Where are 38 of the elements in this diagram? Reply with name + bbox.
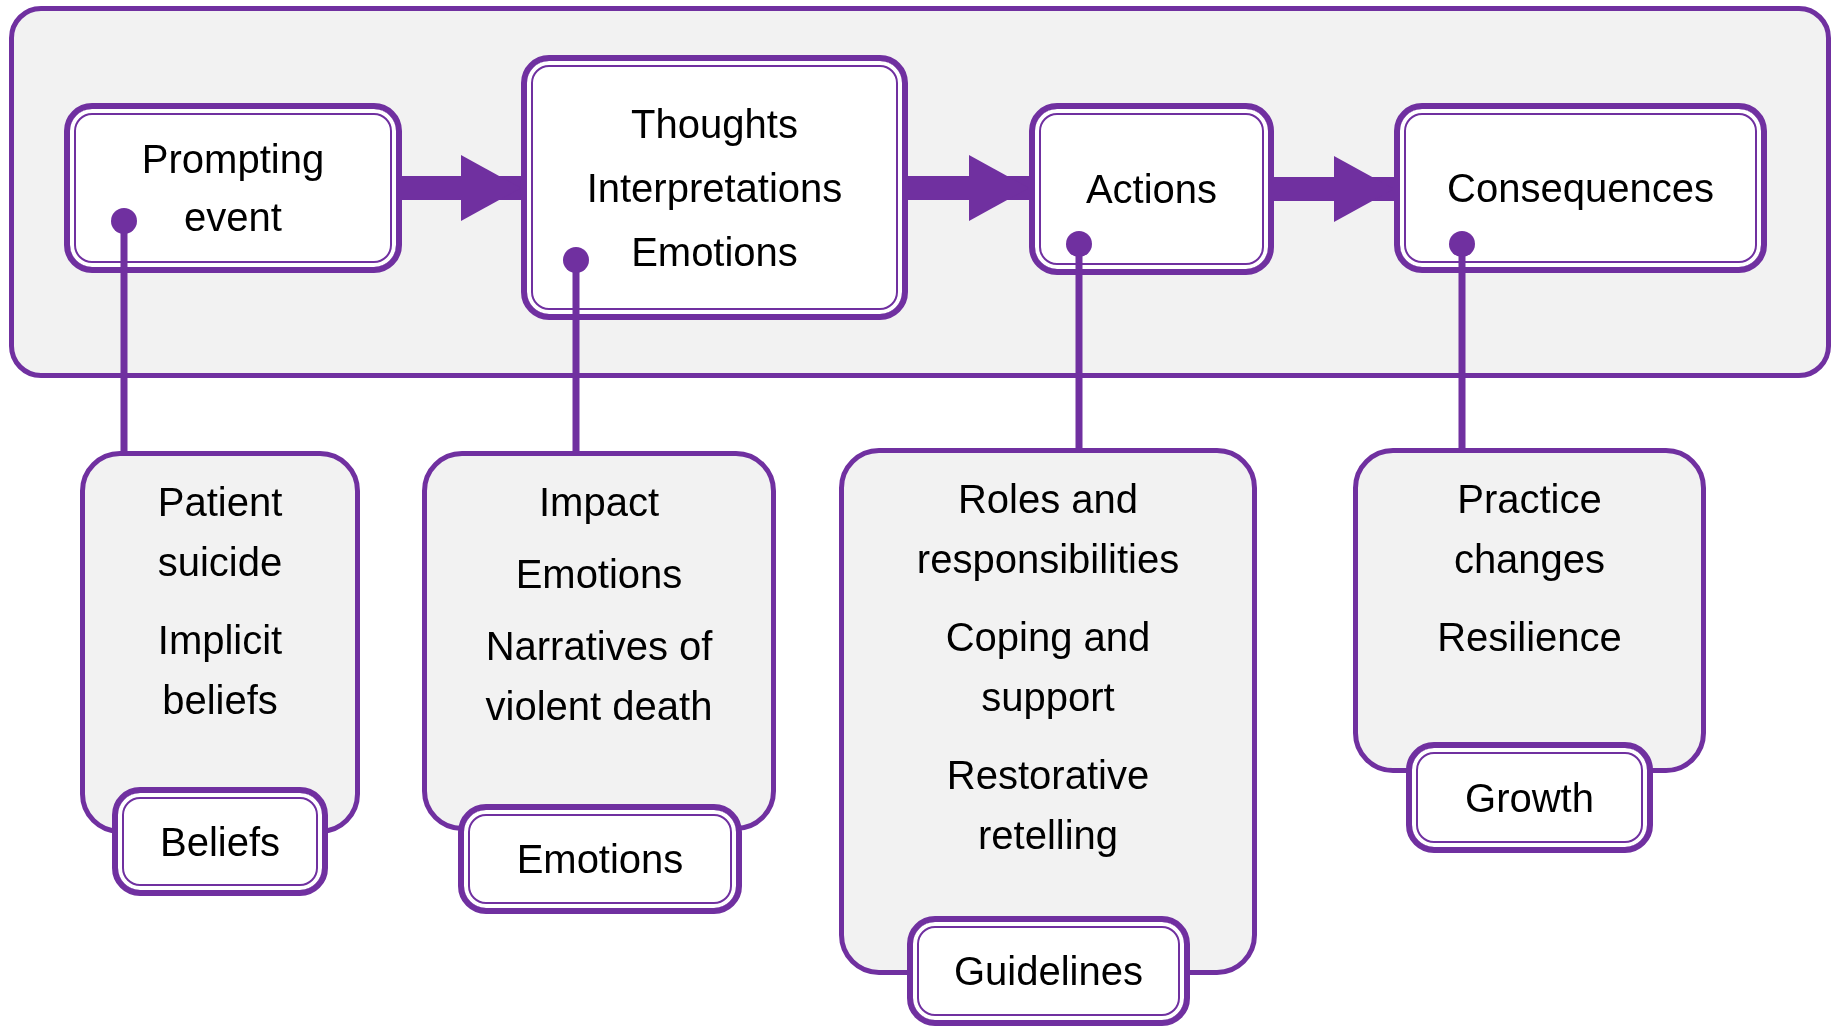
- arrow: [402, 155, 521, 221]
- step-box: [1406, 742, 1653, 853]
- box-text: Actions: [1085, 166, 1218, 213]
- box-text: Practice changes: [1452, 476, 1607, 583]
- box-text: Beliefs: [159, 818, 281, 866]
- step-box: [1394, 103, 1767, 273]
- step-box: [521, 55, 908, 320]
- box-text: Emotions: [515, 551, 683, 598]
- box-text: Impact: [538, 479, 659, 526]
- arrow: [908, 155, 1029, 221]
- step-box: [1029, 103, 1274, 275]
- box-text: Interpretations: [586, 164, 843, 212]
- box-text: Restorative retelling: [945, 752, 1151, 859]
- box-text: Narratives of violent death: [484, 623, 714, 730]
- box-text: Implicit beliefs: [156, 617, 284, 724]
- box-text: Roles and responsibilities: [915, 476, 1181, 583]
- box-text: Guidelines: [954, 948, 1143, 995]
- connector-line: [563, 247, 589, 451]
- connector-line: [1449, 231, 1475, 448]
- detail-panel: [1353, 448, 1706, 773]
- box-text: Emotions: [631, 228, 798, 276]
- box-text: Emotions: [516, 836, 684, 883]
- box-text: Coping and support: [944, 614, 1152, 721]
- box-text: Growth: [1465, 774, 1594, 822]
- box-text: Thoughts: [631, 100, 798, 148]
- step-box: [64, 103, 402, 273]
- detail-panel: [422, 451, 776, 831]
- step-box: [112, 787, 328, 896]
- step-box: [458, 804, 742, 914]
- process-container: [9, 6, 1831, 378]
- step-box: [907, 916, 1190, 1026]
- box-text: Resilience: [1437, 614, 1622, 661]
- arrow: [1274, 156, 1394, 222]
- box-text: Consequences: [1447, 165, 1714, 212]
- connector-line: [111, 208, 137, 451]
- box-text: Patient suicide: [156, 479, 284, 586]
- box-text: Prompting event: [140, 136, 326, 241]
- connector-line: [1066, 231, 1092, 448]
